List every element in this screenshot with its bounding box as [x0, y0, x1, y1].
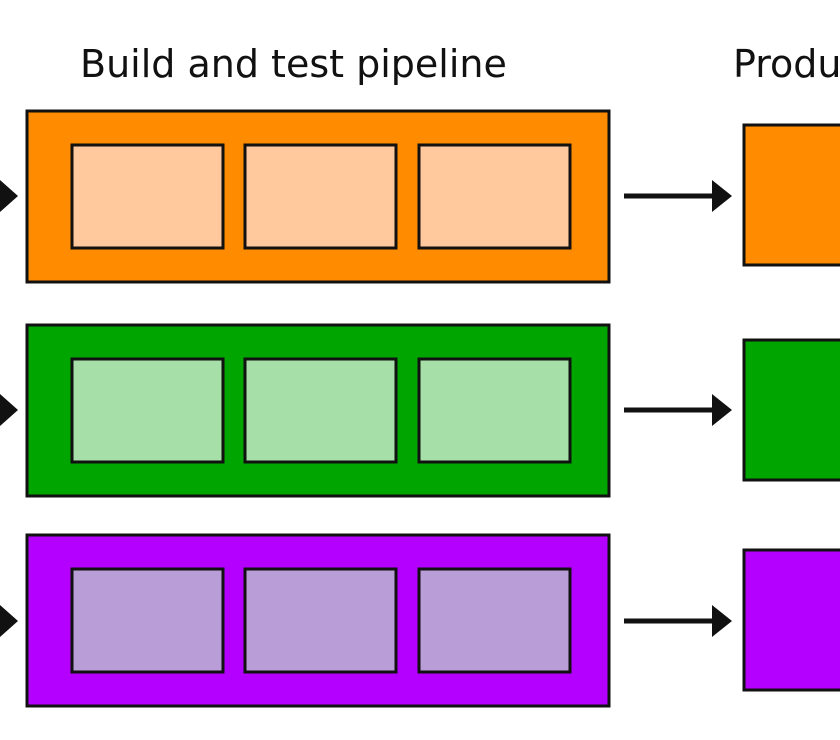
pipeline-row: [0, 109, 840, 284]
pipeline-stage: [417, 567, 572, 674]
production-column-title: Produ: [733, 42, 840, 86]
incoming-arrow-head: [0, 605, 18, 637]
pipeline-stage: [417, 357, 572, 464]
pipeline-stage: [243, 567, 398, 674]
production-target: [742, 548, 840, 692]
pipeline-row: [0, 323, 840, 498]
incoming-arrow-head: [0, 180, 18, 212]
pipeline-row: [0, 533, 840, 708]
pipeline-stage: [243, 357, 398, 464]
pipeline-stage: [417, 143, 572, 250]
pipeline-stage: [70, 143, 225, 250]
pipeline-stage: [243, 143, 398, 250]
production-target: [742, 338, 840, 482]
pipeline-stage: [70, 357, 225, 464]
production-target: [742, 123, 840, 267]
deploy-arrow-head: [712, 394, 732, 426]
deploy-arrow-head: [712, 180, 732, 212]
deploy-arrow-head: [712, 605, 732, 637]
incoming-arrow-head: [0, 394, 18, 426]
pipeline-column-title: Build and test pipeline: [80, 42, 507, 86]
pipeline-stage: [70, 567, 225, 674]
